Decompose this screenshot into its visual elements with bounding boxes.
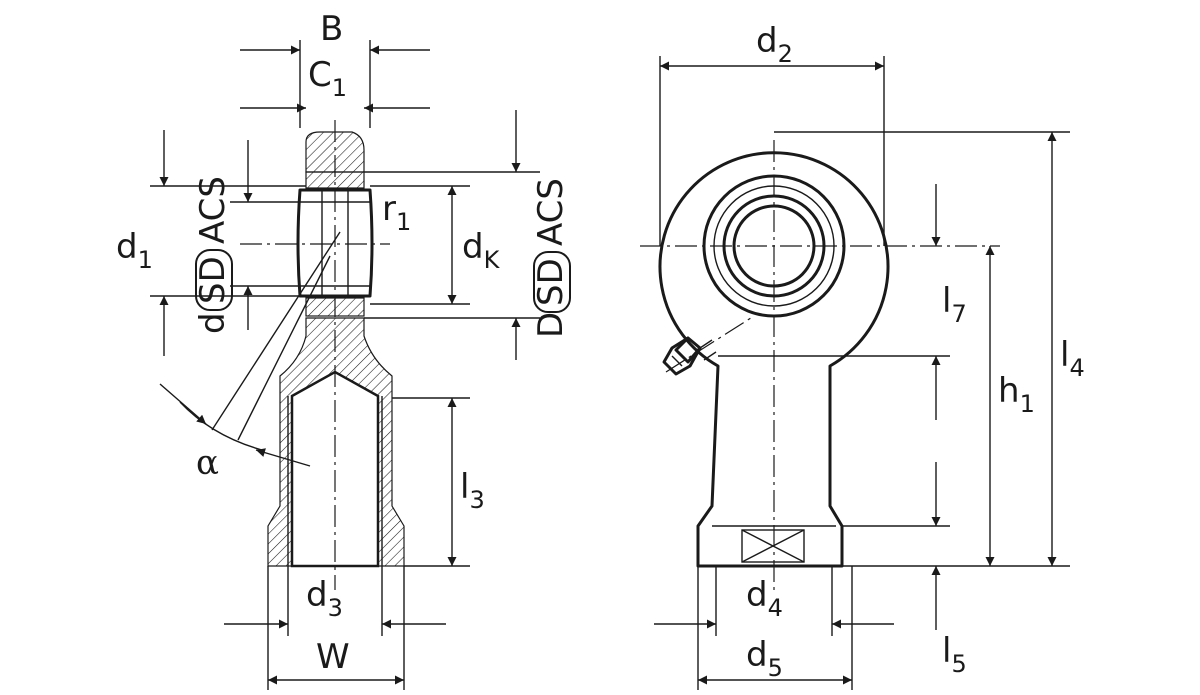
- tilt-line-2: [237, 255, 331, 441]
- label-r1: r1: [382, 189, 411, 236]
- spherical-ball: [296, 188, 374, 298]
- seal-badge-right: [533, 251, 571, 313]
- label-W: W: [316, 637, 350, 677]
- housing-eye-top-section: [305, 131, 365, 173]
- wrench-flat: [741, 529, 805, 563]
- tilt-line-1: [211, 231, 341, 431]
- label-d1: d1: [116, 227, 153, 274]
- label-d3: d3: [306, 575, 343, 622]
- nipple-axis: [665, 315, 755, 373]
- angle-arc: [179, 401, 263, 451]
- label-l3: l3: [460, 467, 485, 514]
- label-d5: d5: [746, 635, 783, 682]
- label-d2: d2: [756, 21, 793, 68]
- label-B: B: [320, 9, 343, 49]
- internal-thread-bore: [290, 370, 380, 568]
- label-acs-right: ACS: [531, 178, 571, 246]
- label-acs-left: ACS: [193, 176, 233, 244]
- label-h1: h1: [998, 371, 1035, 418]
- rod-end-body-outline: [658, 151, 890, 568]
- label-seal-left: SD: [193, 256, 233, 304]
- label-alpha: α: [196, 443, 219, 483]
- seal-badge-left: [195, 249, 233, 311]
- label-C1: C1: [308, 55, 347, 102]
- label-l4: l4: [1060, 335, 1085, 382]
- label-d: d: [193, 312, 233, 334]
- label-l5: l5: [942, 631, 967, 678]
- right-front-view: d2 l7 l5 h1 l4 d4 d5: [640, 21, 1085, 690]
- grease-nipple: [662, 336, 717, 376]
- label-l7: l7: [942, 281, 967, 328]
- label-d4: d4: [746, 575, 783, 622]
- label-seal-right: SD: [531, 258, 571, 306]
- label-D: D: [531, 312, 571, 338]
- left-section-view: B C1 d1 d SD ACS r1 dK: [116, 9, 571, 690]
- label-dK: dK: [462, 227, 501, 274]
